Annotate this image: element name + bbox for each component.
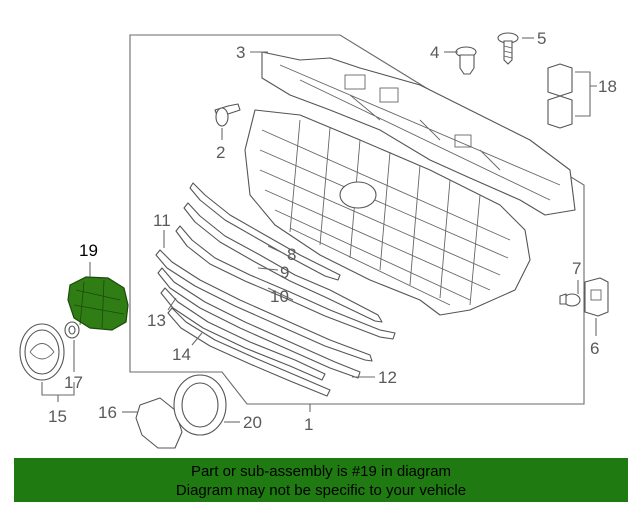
- banner-line-1: Part or sub-assembly is #19 in diagram: [190, 463, 452, 480]
- bolt-7: [559, 293, 581, 307]
- molding-9: [183, 202, 383, 323]
- emblem-housing-19: [67, 276, 129, 331]
- leader-lines: [41, 37, 597, 423]
- banner-line-2: Diagram may not be specific to your vehi…: [175, 482, 467, 499]
- fastener-4: [455, 46, 477, 75]
- callout-5: 5: [537, 29, 546, 48]
- callout-15: 15: [48, 407, 67, 426]
- part-info-banner: Part or sub-assembly is #19 in diagram D…: [14, 458, 628, 502]
- callout-11: 11: [153, 211, 171, 230]
- callout-19: 19: [79, 241, 98, 260]
- screw-2: [214, 103, 241, 127]
- bracket-18: [547, 63, 573, 129]
- callout-10: 10: [270, 287, 289, 306]
- callout-9: 9: [280, 263, 289, 282]
- upper-bracket: [261, 51, 576, 216]
- assembly-frame: [129, 34, 585, 405]
- cover-16: [135, 397, 183, 449]
- callout-13: 13: [147, 311, 166, 330]
- parts-diagram: 1 2 3 4 5 6 7 8 9 10 11 12 13 14 15 16 1…: [19, 29, 617, 449]
- callout-17: 17: [64, 373, 83, 392]
- callout-12: 12: [378, 368, 397, 387]
- callout-18: 18: [598, 77, 617, 96]
- callout-3: 3: [236, 43, 245, 62]
- callout-14: 14: [172, 345, 191, 364]
- callout-8: 8: [287, 245, 296, 264]
- molding-12: [157, 267, 361, 379]
- clip-17: [64, 321, 80, 339]
- molding-14: [167, 307, 331, 397]
- screw-5: [497, 32, 519, 65]
- bracket-6: [584, 277, 609, 317]
- callout-16: 16: [98, 403, 117, 422]
- callout-4: 4: [430, 43, 439, 62]
- callout-2: 2: [216, 143, 225, 162]
- callout-20: 20: [243, 413, 262, 432]
- molding-10: [175, 225, 396, 340]
- emblem-15: [19, 323, 65, 381]
- molding-11: [155, 249, 373, 362]
- callout-1: 1: [304, 415, 313, 434]
- molding-13: [160, 287, 326, 381]
- molding-8: [189, 182, 341, 281]
- ring-20: [173, 374, 227, 436]
- grille-body: [244, 109, 531, 316]
- callout-7: 7: [572, 259, 581, 278]
- callout-6: 6: [590, 339, 599, 358]
